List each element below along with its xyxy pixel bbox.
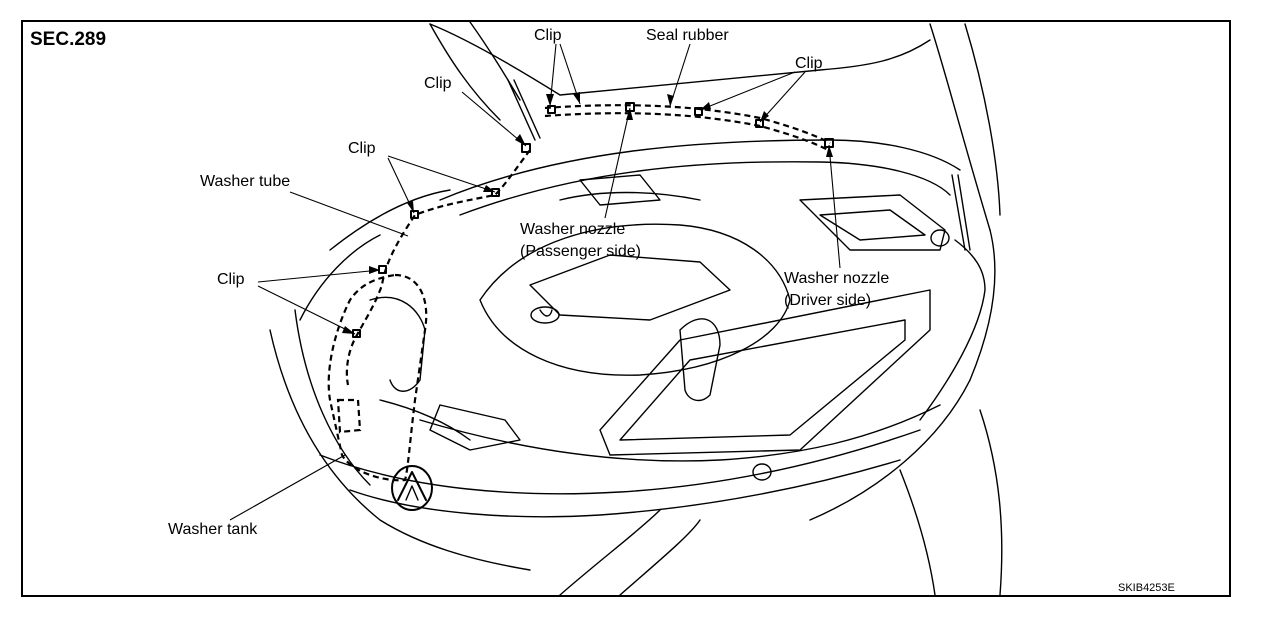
- label-washer-tube: Washer tube: [200, 173, 290, 190]
- washer-tank-outline: [327, 273, 428, 482]
- label-nozzle-driver-line2: (Driver side): [784, 292, 871, 309]
- leader-arrowheads: [342, 92, 833, 334]
- clip-marker: [521, 143, 531, 153]
- label-clip-mid-left: Clip: [348, 140, 376, 157]
- label-clip-upper-left: Clip: [424, 75, 452, 92]
- label-washer-tank: Washer tank: [168, 521, 258, 538]
- label-clip-top: Clip: [534, 27, 562, 44]
- label-nozzle-passenger-line2: (Passenger side): [520, 243, 641, 260]
- clip-marker: [547, 105, 556, 114]
- label-nozzle-passenger-line1: Washer nozzle: [520, 221, 625, 238]
- car-outline: [269, 21, 1003, 596]
- label-clip-left: Clip: [217, 271, 245, 288]
- label-clip-right: Clip: [795, 55, 823, 72]
- clip-marker: [378, 265, 387, 274]
- figure-code: SKIB4253E: [1118, 582, 1175, 594]
- label-seal-rubber: Seal rubber: [646, 27, 729, 44]
- clip-marker: [410, 210, 419, 219]
- clip-marker: [491, 188, 500, 197]
- label-nozzle-driver-line1: Washer nozzle: [784, 270, 889, 287]
- diagram-frame: [21, 20, 1231, 597]
- clip-marker: [694, 107, 703, 116]
- clip-marker: [755, 119, 764, 128]
- section-number: SEC.289: [30, 29, 106, 50]
